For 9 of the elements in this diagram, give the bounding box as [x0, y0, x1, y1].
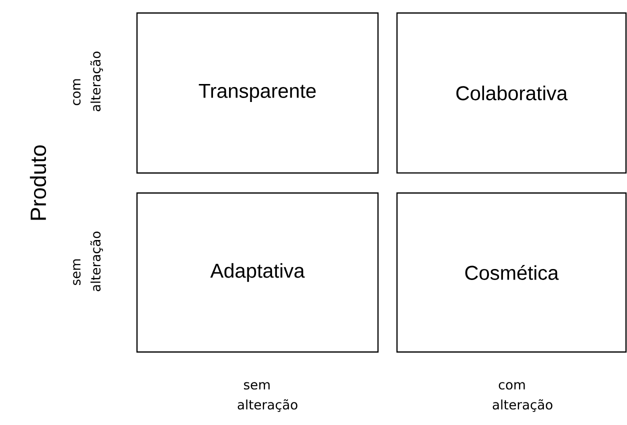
axis-label: com alteração — [73, 52, 103, 112]
quadrant-box: Cosmética — [396, 192, 627, 353]
axis-label: com alteração — [492, 382, 552, 412]
quadrant-box: Adaptativa — [136, 192, 379, 353]
quadrant-box: Colaborativa — [396, 12, 627, 174]
axis-label: sem alteração — [238, 382, 298, 412]
quadrant-box: Transparente — [136, 12, 379, 174]
axis-label: sem alteração — [73, 232, 103, 292]
axis-title: Produto — [30, 145, 46, 220]
